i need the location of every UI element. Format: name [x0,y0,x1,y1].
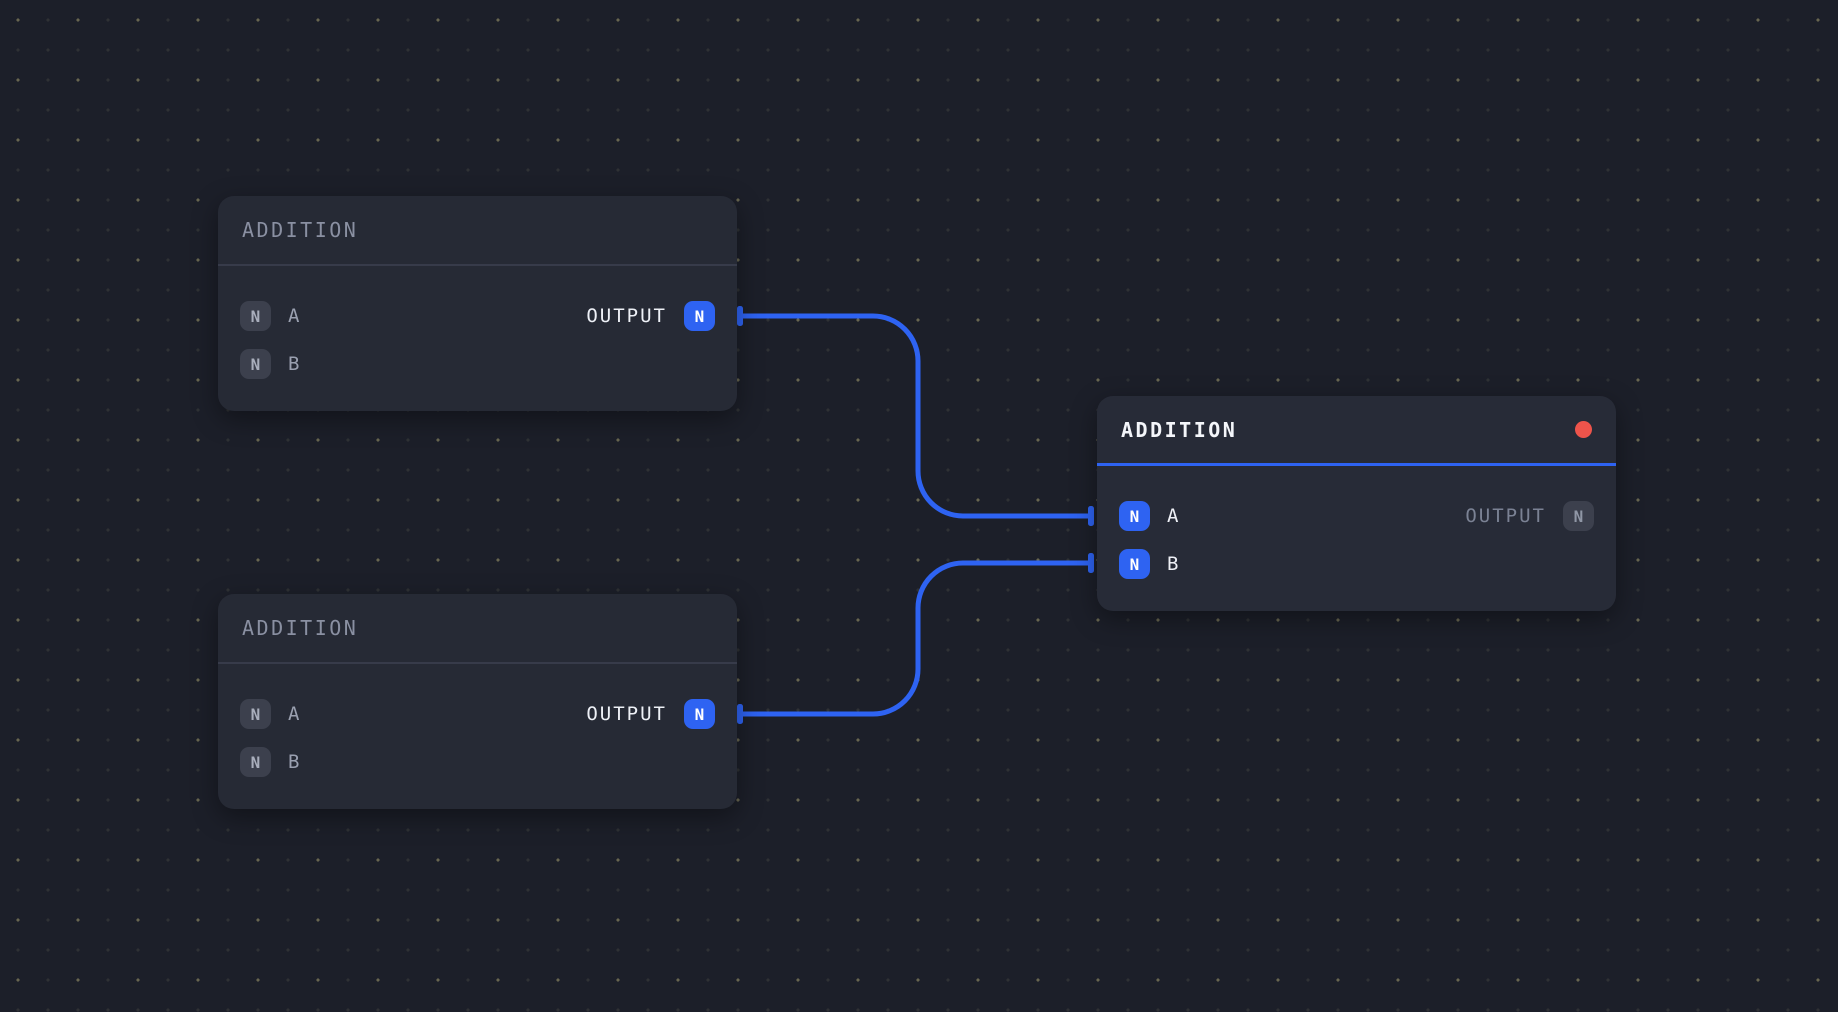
wire-endcap-icon [1088,553,1094,573]
node-header[interactable]: ADDITION [1097,396,1616,466]
input-port-b: N B [1119,549,1179,579]
node-addition-2[interactable]: ADDITION N A OUTPUT N N B [218,594,737,809]
output-port: OUTPUT N [1465,501,1594,531]
node-header[interactable]: ADDITION [218,196,737,266]
node-body: N A OUTPUT N N B [218,266,737,379]
output-label: OUTPUT [586,703,667,725]
port-row-a: N A OUTPUT N [1119,501,1594,531]
wire-node2-to-node3-b[interactable] [737,553,1094,724]
wire-endcap-icon [737,704,743,724]
port-type-badge[interactable]: N [684,699,715,729]
port-row-a: N A OUTPUT N [240,699,715,729]
port-type-badge[interactable]: N [1119,501,1150,531]
node-title: ADDITION [242,616,359,640]
input-port-a: N A [1119,501,1179,531]
input-port-a: N A [240,301,300,331]
wire-endcap-icon [1088,506,1094,526]
port-row-b: N B [240,349,715,379]
port-label: A [288,703,301,725]
input-port-b: N B [240,349,300,379]
output-label: OUTPUT [1465,505,1546,527]
port-type-badge[interactable]: N [240,699,271,729]
port-row-a: N A OUTPUT N [240,301,715,331]
node-header[interactable]: ADDITION [218,594,737,664]
wire-path[interactable] [740,313,1091,519]
node-addition-3[interactable]: ADDITION N A OUTPUT N N B [1097,396,1616,611]
port-type-badge[interactable]: N [1563,501,1594,531]
input-port-a: N A [240,699,300,729]
output-port: OUTPUT N [586,699,715,729]
port-label: B [1167,553,1180,575]
port-label: B [288,353,301,375]
wire-node1-to-node3-a[interactable] [737,306,1094,526]
output-port: OUTPUT N [586,301,715,331]
wire-endcap-icon [737,306,743,326]
port-type-badge[interactable]: N [240,747,271,777]
port-type-badge[interactable]: N [1119,549,1150,579]
node-body: N A OUTPUT N N B [218,664,737,777]
port-label: B [288,751,301,773]
port-label: A [288,305,301,327]
node-title: ADDITION [1121,417,1238,442]
port-row-b: N B [1119,549,1594,579]
port-type-badge[interactable]: N [240,301,271,331]
port-type-badge[interactable]: N [240,349,271,379]
status-dot-icon [1575,421,1592,438]
wire-path[interactable] [740,560,1091,717]
port-type-badge[interactable]: N [684,301,715,331]
node-addition-1[interactable]: ADDITION N A OUTPUT N N B [218,196,737,411]
node-title: ADDITION [242,218,359,242]
port-label: A [1167,505,1180,527]
node-body: N A OUTPUT N N B [1097,466,1616,579]
output-label: OUTPUT [586,305,667,327]
port-row-b: N B [240,747,715,777]
input-port-b: N B [240,747,300,777]
